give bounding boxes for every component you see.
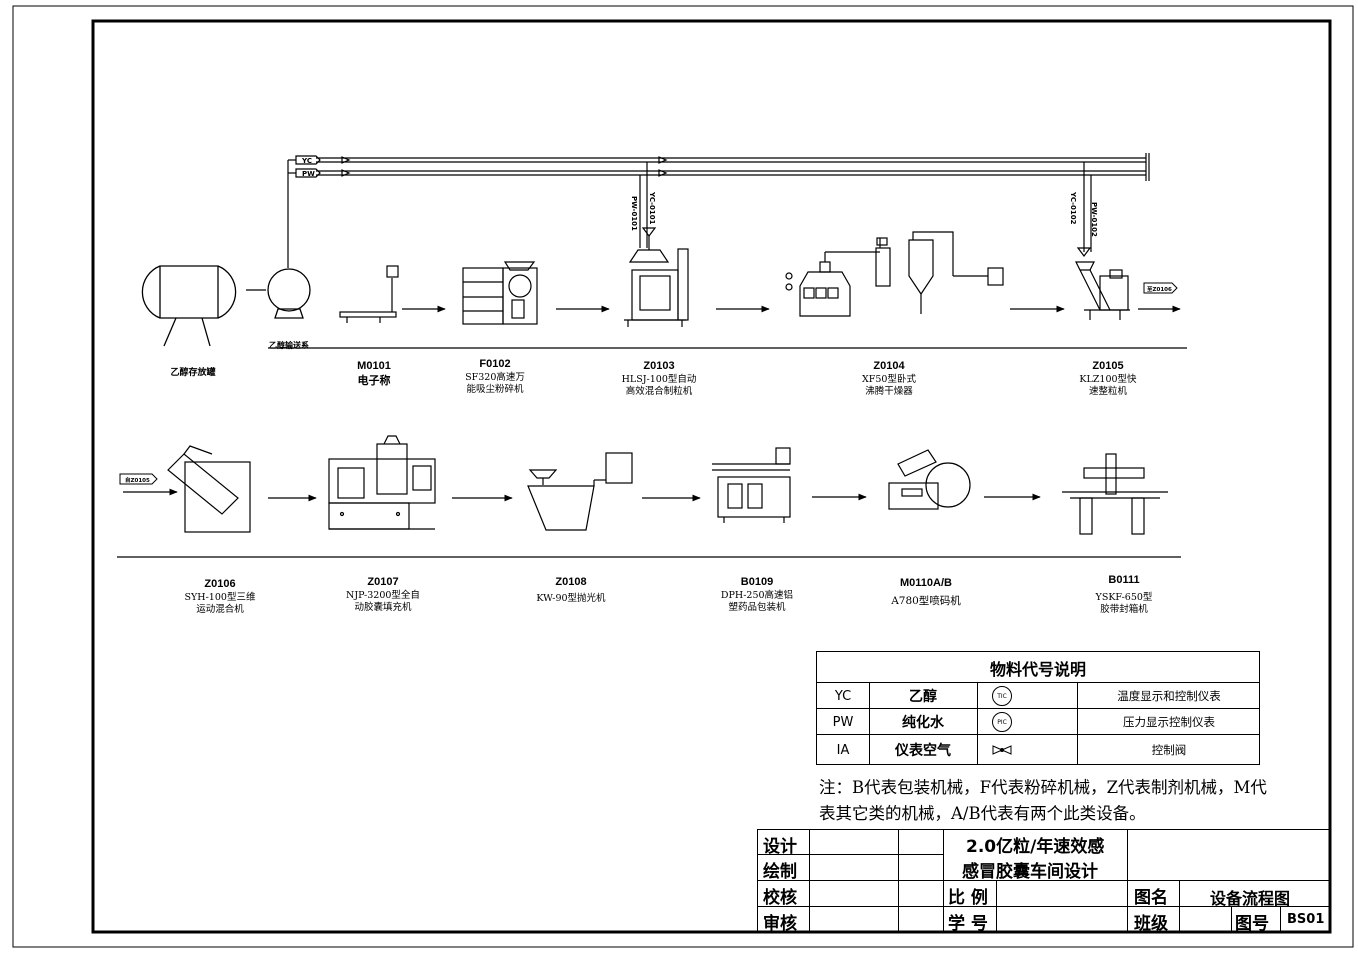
drawing-name-label: 图名 xyxy=(1134,888,1168,908)
class-label: 班级 xyxy=(1134,914,1168,934)
pipe-pw-0102-label: PW-0102 xyxy=(1090,202,1098,237)
design-label: 设计 xyxy=(763,837,797,857)
electronic-scale-icon xyxy=(339,265,399,323)
review-label: 审核 xyxy=(763,914,797,934)
equipment-name: A780型喷码机 xyxy=(891,595,961,607)
equipment-name: 沸腾干燥器 xyxy=(865,386,913,397)
inner-border xyxy=(91,19,1332,934)
drawing-no: BS01 xyxy=(1287,912,1325,927)
outer-border xyxy=(12,5,1354,948)
from-z0105-tag xyxy=(119,473,158,485)
scale-label: 比 例 xyxy=(948,888,988,908)
control-valve-icon xyxy=(992,745,1012,755)
equipment-name: SF320高速万 xyxy=(465,372,525,383)
legend-material: 乙醇 xyxy=(909,689,937,705)
equipment-code: B0109 xyxy=(740,576,774,588)
tank-label: 乙醇存放罐 xyxy=(170,368,216,378)
legend-code: IA xyxy=(836,742,850,758)
pipe-yc-0102-label: YC-0102 xyxy=(1069,191,1077,225)
material-code-legend: 物料代号说明 YC 乙醇 TIC 温度显示和控制仪表 PW 纯化水 PIC 压力… xyxy=(816,651,1260,765)
equipment-code: Z0103 xyxy=(643,360,675,372)
granule-sizer-icon xyxy=(1075,247,1130,320)
equipment-code: Z0106 xyxy=(204,578,236,590)
inkjet-coder-icon xyxy=(888,449,971,510)
legend-title: 物料代号说明 xyxy=(989,660,1086,679)
to-z0106-label: 至Z0106 xyxy=(1147,285,1172,293)
pipe-pw-0101-label: PW-0101 xyxy=(630,196,638,231)
ethanol-tank-icon xyxy=(141,265,266,347)
ethanol-pump-icon xyxy=(267,268,311,319)
equipment-code: B0111 xyxy=(1108,574,1140,586)
ethanol-transport-label: 乙醇输送系 xyxy=(269,340,309,350)
legend-code: YC xyxy=(834,688,852,704)
student-no-label: 学 号 xyxy=(948,914,988,934)
crusher-icon xyxy=(462,261,538,325)
legend-desc: 控制阀 xyxy=(1151,743,1187,757)
carton-sealer-icon xyxy=(1062,453,1168,535)
drawing-no-label: 图号 xyxy=(1235,914,1269,934)
equipment-name: XF50型卧式 xyxy=(862,374,916,385)
draw-label: 绘制 xyxy=(763,862,797,882)
equipment-name: 胶带封箱机 xyxy=(1100,604,1148,615)
equipment-name: 电子称 xyxy=(357,374,391,387)
equipment-name: YSKF-650型 xyxy=(1095,592,1153,603)
equipment-name: 运动混合机 xyxy=(196,604,244,615)
granulator-icon xyxy=(624,227,689,327)
equipment-name: SYH-100型三维 xyxy=(184,592,256,603)
equipment-code: F0102 xyxy=(479,358,511,370)
capsule-filler-icon xyxy=(328,435,436,530)
tic-instrument-icon: TIC xyxy=(992,686,1012,706)
legend-material: 仪表空气 xyxy=(895,743,951,759)
equipment-name: 速整粒机 xyxy=(1088,386,1127,397)
equipment-code: M0101 xyxy=(357,360,391,372)
from-z0105-label: 自Z0105 xyxy=(125,476,150,484)
legend-desc: 压力显示控制仪表 xyxy=(1123,715,1215,729)
equipment-name: 高效混合制粒机 xyxy=(625,386,693,397)
legend-desc: 温度显示和控制仪表 xyxy=(1117,689,1221,703)
utility-header-lines xyxy=(287,153,1150,268)
legend-note: 注：B代表包装机械，F代表粉碎机械，Z代表制剂机械，M代表其它类的机械，A/B代… xyxy=(819,778,1267,823)
equipment-name: DPH-250高速铝 xyxy=(720,590,794,601)
equipment-code: Z0108 xyxy=(555,576,587,588)
equipment-name: 塑药品包装机 xyxy=(728,602,786,613)
drawing-name: 设备流程图 xyxy=(1210,889,1291,908)
check-label: 校核 xyxy=(763,888,797,908)
equipment-name: 能吸尘粉碎机 xyxy=(466,384,524,395)
title-block: 设计 绘制 校核 审核 2.0亿粒/年速效感 感冒胶囊车间设计 比 例 学 号 … xyxy=(757,829,1329,934)
equipment-code: Z0104 xyxy=(873,360,905,372)
legend-material: 纯化水 xyxy=(902,715,944,731)
equipment-code: M0110A/B xyxy=(900,577,952,589)
equipment-name: NJP-3200型全自 xyxy=(346,590,420,601)
polisher-icon xyxy=(527,452,633,531)
equipment-name: KLZ100型快 xyxy=(1079,374,1137,385)
pw-tag-label: PW xyxy=(302,170,315,178)
equipment-name: 动胶囊填充机 xyxy=(354,602,412,613)
3d-mixer-icon xyxy=(167,445,251,533)
equipment-code: Z0107 xyxy=(367,576,399,588)
project-title: 2.0亿粒/年速效感 xyxy=(966,837,1105,857)
project-title: 感冒胶囊车间设计 xyxy=(962,862,1098,882)
legend-code: PW xyxy=(832,714,854,730)
fluidized-bed-dryer-icon xyxy=(785,231,1004,317)
to-z0106-tag xyxy=(1143,282,1178,294)
equipment-code: Z0105 xyxy=(1092,360,1124,372)
blister-packer-icon xyxy=(712,447,791,523)
yc-tag-label: YC xyxy=(301,157,312,165)
equipment-name: KW-90型抛光机 xyxy=(536,593,606,604)
pipe-yc-0101-label: YC-0101 xyxy=(648,191,656,225)
equipment-name: HLSJ-100型自动 xyxy=(621,374,697,385)
pic-instrument-icon: PIC xyxy=(992,712,1012,732)
